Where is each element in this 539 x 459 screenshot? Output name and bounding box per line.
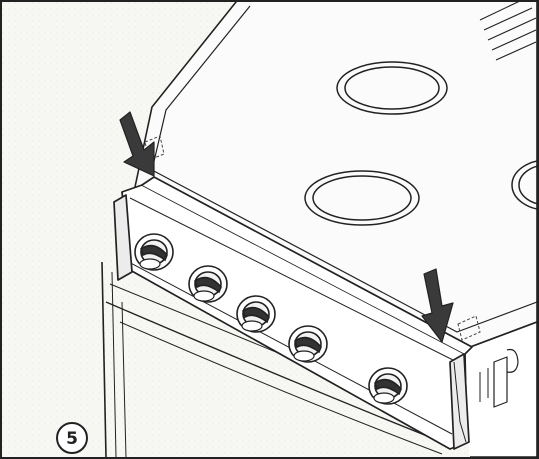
arrow-left-clip [119, 111, 155, 177]
knob-2-icon [188, 265, 228, 303]
knob-5-icon [368, 367, 408, 405]
step-number-label: 5 [66, 429, 78, 449]
hotplate-rear [336, 61, 448, 115]
knob-3-icon [236, 295, 276, 333]
hotplates [304, 61, 537, 226]
knob-1-icon [134, 233, 174, 271]
hotplate-right [511, 160, 537, 210]
control-knobs [134, 233, 408, 405]
step-number-badge: 5 [56, 422, 88, 454]
knob-4-icon [288, 325, 328, 363]
vent-slots [479, 2, 537, 61]
hotplate-front [304, 170, 420, 226]
cooker-body [101, 261, 537, 457]
arrow-right-clip [421, 268, 454, 343]
